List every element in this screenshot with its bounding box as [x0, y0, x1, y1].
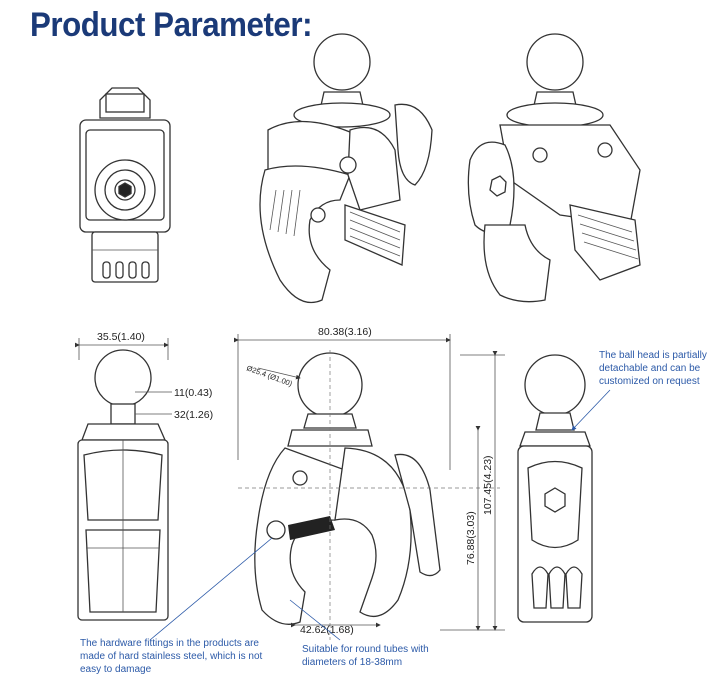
rear-view [517, 354, 611, 623]
callout-hardware [149, 537, 273, 641]
svg-text:easy to damage: easy to damage [80, 664, 152, 675]
svg-text:made of hard stainless steel,: made of hard stainless steel, which is n… [80, 651, 263, 662]
callout-tubes [289, 599, 341, 641]
dim-jaw-width: 42.62(1.68) [300, 624, 354, 636]
perspective-view-right [467, 33, 641, 303]
note-tubes: Suitable for round tubes with diameters … [302, 644, 429, 668]
dim-center-height: 76.88(3.03) [465, 511, 477, 565]
svg-text:diameters of 18-38mm: diameters of 18-38mm [302, 657, 402, 668]
dim-ball-width: 35.5(1.40) [97, 331, 145, 343]
dim-base: 32(1.26) [174, 409, 213, 421]
page-title: Product Parameter: [30, 6, 313, 44]
note-ball-head: The ball head is partially detachable an… [599, 350, 707, 387]
svg-text:The ball head is partially: The ball head is partially [599, 350, 707, 361]
perspective-view-left [259, 33, 433, 304]
dim-neck: 11(0.43) [174, 387, 212, 399]
dim-ball-diameter: Ø25.4 (Ø1.00) [245, 363, 294, 388]
side-view [75, 338, 172, 621]
main-view [234, 334, 505, 640]
note-hardware: The hardware fittings in the products ar… [80, 638, 263, 675]
dim-overall-height: 107.45(4.23) [482, 455, 494, 515]
svg-text:The hardware fittings in the p: The hardware fittings in the products ar… [80, 638, 259, 649]
svg-text:customized on request: customized on request [599, 376, 700, 387]
dim-overall-width: 80.38(3.16) [318, 326, 372, 338]
svg-text:Suitable for round tubes with: Suitable for round tubes with [302, 644, 429, 655]
svg-text:detachable and can be: detachable and can be [599, 363, 701, 374]
front-view-top [79, 87, 171, 283]
